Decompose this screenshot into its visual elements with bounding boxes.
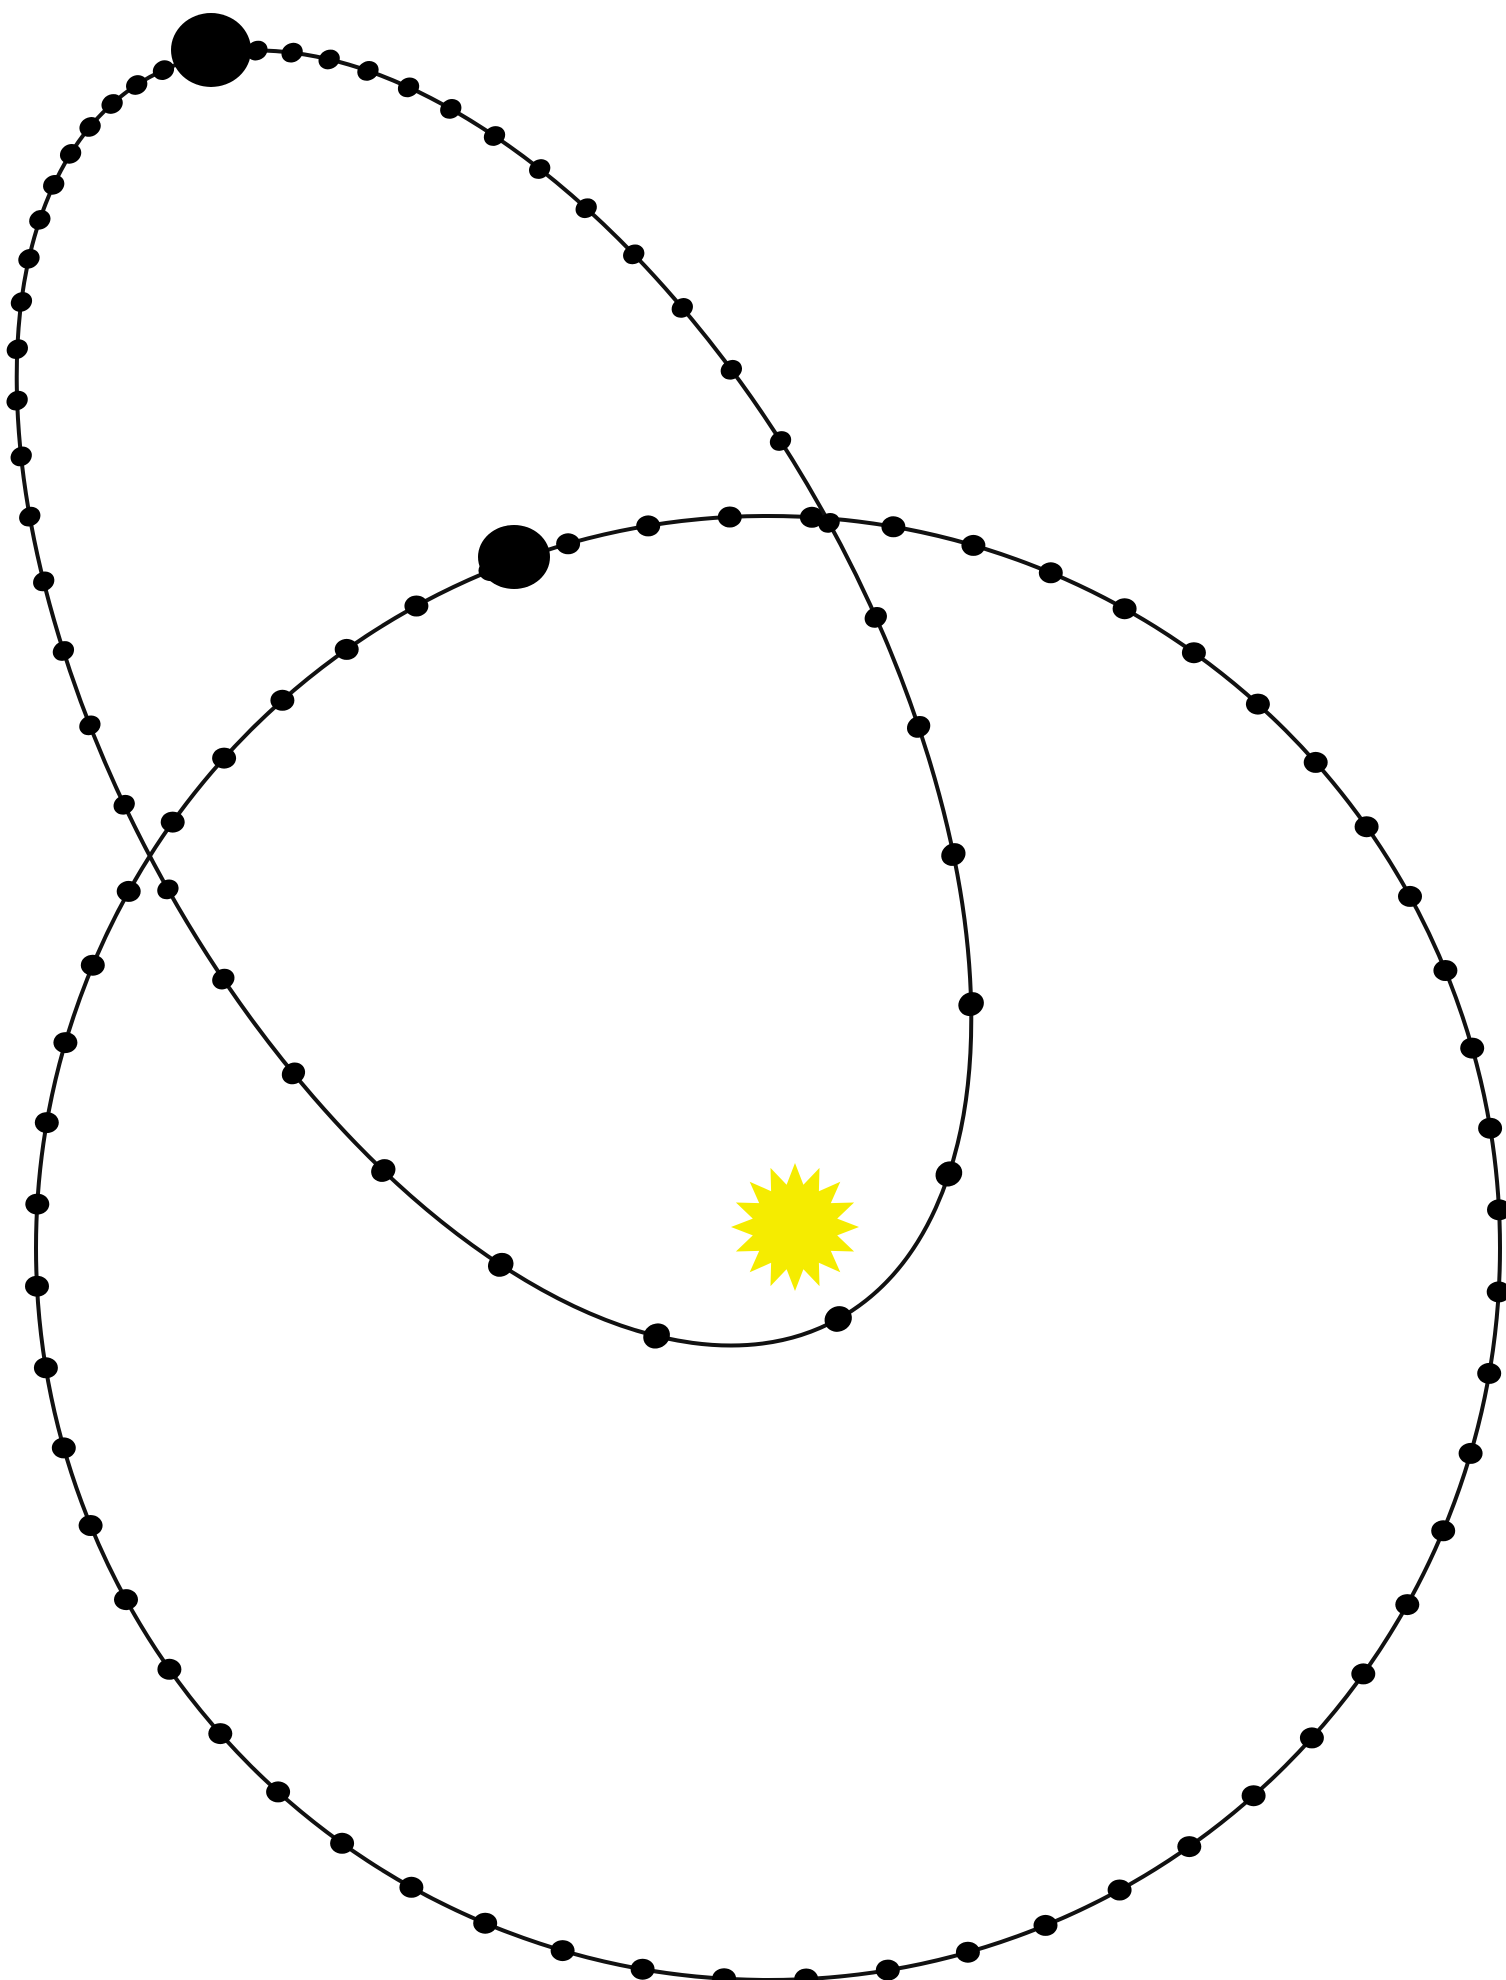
orbit-position-marker (278, 39, 306, 66)
orbit-position-marker (154, 876, 182, 903)
orbit-position-marker (1304, 752, 1328, 773)
orbit-position-marker (161, 812, 185, 833)
orbit-position-marker (7, 443, 35, 470)
orbit-position-marker (1459, 1443, 1483, 1464)
orbit-position-marker (1300, 1727, 1324, 1748)
planet-icon (478, 525, 550, 589)
orbit-position-marker (354, 57, 382, 84)
orbit-position-marker (1395, 1594, 1419, 1615)
orbit-position-marker (712, 1968, 736, 1980)
orbit-position-marker (110, 791, 138, 818)
orbit-position-marker (1478, 1118, 1502, 1139)
orbit-position-marker (718, 507, 742, 528)
orbit-position-marker (157, 1659, 181, 1680)
orbit-position-marker (820, 1301, 857, 1336)
orbit-position-marker (394, 74, 422, 101)
elliptical-orbit (0, 0, 1185, 1519)
orbit-position-marker (53, 1032, 77, 1053)
orbit-position-marker (1034, 1915, 1058, 1936)
orbit-position-marker (330, 1833, 354, 1854)
orbit-position-marker (26, 206, 54, 233)
orbit-position-marker (3, 387, 31, 414)
orbit-position-marker (1113, 598, 1137, 619)
orbit-position-marker (270, 690, 294, 711)
orbit-position-marker (79, 1515, 103, 1536)
orbit-position-marker (473, 1913, 497, 1934)
orbit-position-marker (117, 881, 141, 902)
orbit-position-marker (15, 245, 43, 272)
orbit-position-marker (16, 503, 44, 530)
orbit-position-marker (1398, 886, 1422, 907)
orbit-position-marker (1039, 562, 1063, 583)
orbit-position-marker (122, 71, 150, 98)
orbit-position-marker (3, 336, 31, 363)
orbit-position-marker (931, 1157, 967, 1192)
orbit-position-marker (266, 1781, 290, 1802)
orbit-position-marker (208, 965, 238, 994)
orbit-position-marker (25, 1276, 49, 1297)
orbit-position-marker (956, 1942, 980, 1963)
orbit-position-marker (1433, 960, 1457, 981)
orbit-position-marker (335, 639, 359, 660)
orbit-position-marker (954, 988, 988, 1021)
orbit-position-marker (639, 1319, 675, 1354)
orbit-position-marker (1182, 642, 1206, 663)
orbit-position-marker (937, 839, 970, 870)
orbit-position-marker (636, 515, 660, 536)
orbit-position-marker (1460, 1038, 1484, 1059)
orbit-position-marker (399, 1877, 423, 1898)
orbit-position-marker (208, 1723, 232, 1744)
orbit-position-marker (76, 712, 104, 739)
sun-icon (731, 1163, 859, 1291)
orbit-position-marker (1351, 1663, 1375, 1684)
orbit-position-marker (631, 1959, 655, 1980)
orbit-position-marker (484, 1248, 518, 1281)
orbit-position-marker (81, 955, 105, 976)
orbit-position-marker (903, 712, 934, 742)
orbit-position-marker (39, 171, 67, 198)
orbit-position-marker (114, 1589, 138, 1610)
orbit-position-marker (437, 95, 465, 122)
orbit-position-marker (1177, 1836, 1201, 1857)
orbit-position-marker (1487, 1281, 1506, 1302)
orbit-position-marker (25, 1194, 49, 1215)
orbit-position-marker (404, 596, 428, 617)
orbit-position-marker (1108, 1880, 1132, 1901)
orbit-position-marker (861, 603, 891, 632)
elliptical-orbit-path (0, 0, 1169, 1502)
orbit-position-marker (794, 1969, 818, 1980)
orbit-position-marker (551, 1940, 575, 1961)
orbit-position-marker (766, 427, 794, 454)
orbit-position-marker (29, 568, 57, 595)
orbit-position-marker (1246, 694, 1270, 715)
orbit-position-marker (35, 1112, 59, 1133)
orbit-position-marker (1355, 816, 1379, 837)
orbit-position-marker (34, 1357, 58, 1378)
orbit-position-marker (717, 356, 745, 383)
orbit-position-marker (1477, 1363, 1501, 1384)
orbit-position-marker (7, 288, 35, 315)
orbit-position-marker (1487, 1199, 1506, 1220)
orbit-position-marker (556, 533, 580, 554)
orbit-position-marker (1431, 1520, 1455, 1541)
orbit-position-marker (315, 46, 343, 73)
orbit-position-marker (961, 535, 985, 556)
elliptical-orbit-markers (0, 0, 1185, 1519)
orbit-position-marker (1242, 1785, 1266, 1806)
orbit-position-marker (881, 516, 905, 537)
orbit-position-marker (480, 122, 508, 149)
orbit-position-marker (52, 1437, 76, 1458)
orbit-position-marker (212, 748, 236, 769)
orbit-position-marker (49, 637, 77, 664)
planet-icon (171, 13, 251, 87)
orbit-position-marker (56, 140, 84, 167)
orbit-position-marker (876, 1960, 900, 1980)
